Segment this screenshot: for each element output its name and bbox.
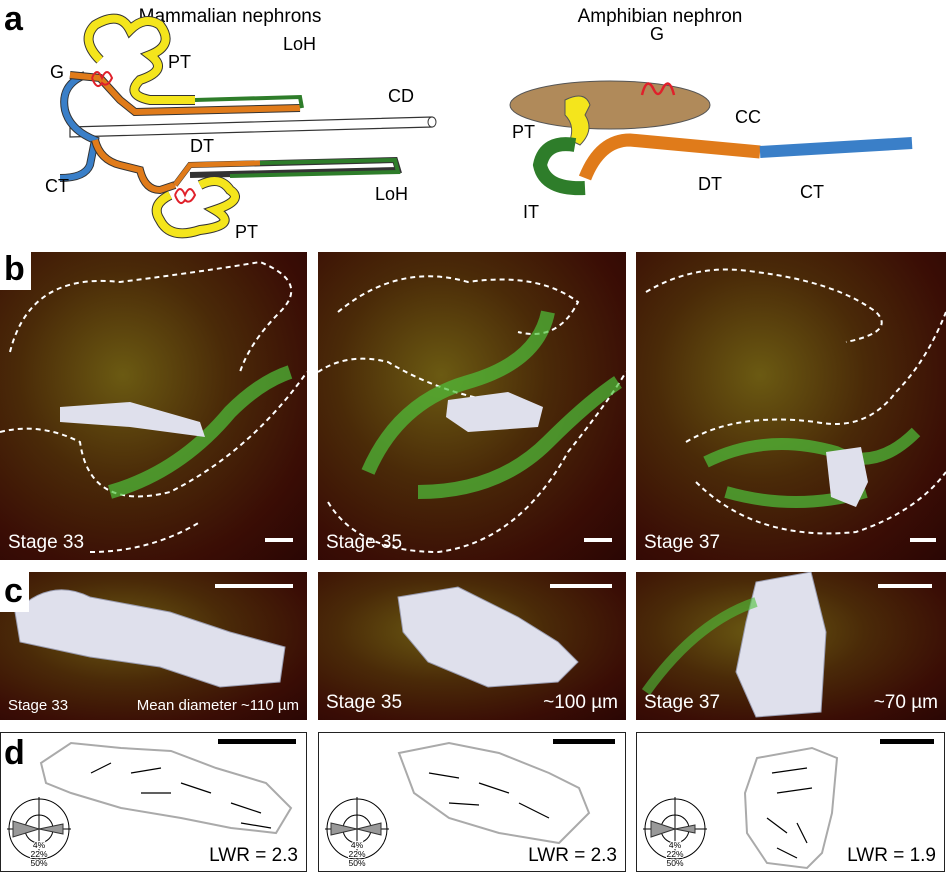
proximal-tubule [84,14,195,104]
lwr-value: LWR = 2.3 [528,845,617,866]
panel-label-a: a [4,0,23,38]
nephron-diagram: Mammalian nephrons Amphibian nephron G P… [45,6,913,242]
scale-bar [910,538,936,542]
label-dt: DT [190,136,214,156]
rose-label: 22% [30,849,47,859]
glomerulus [91,71,114,88]
stage-label: Stage 35 [326,692,403,713]
coelomic-cavity [509,80,711,130]
micrograph-stage-37: Stage 37 [636,252,946,560]
distal-tubule [69,72,301,116]
rose-label: 50% [666,858,683,868]
stage-label: Stage 35 [326,532,403,553]
stage-label: Stage 33 [8,697,69,714]
cell-render-stage-37: Stage 37 ~70 µm [636,572,946,720]
scale-bar [880,739,934,744]
label-cd: CD [388,86,414,106]
cell-outline-stage-33: 4% 22% 50% LWR = 2.3 [0,732,307,872]
label-it: IT [523,202,539,222]
panel-label-c: c [0,572,29,612]
scale-bar [553,739,615,744]
cell-render-stage-35: Stage 35 ~100 µm [318,572,626,720]
micrograph-stage-35: Stage 35 [318,252,626,560]
label-g: G [50,62,64,82]
panel-label-b: b [0,250,31,290]
mean-diameter: Mean diameter ~110 µm [136,697,299,714]
cell-render-stage-33: Stage 33 Mean diameter ~110 µm [0,572,307,720]
micrograph-stage-33: Stage 33 [0,252,307,560]
stage-label: Stage 37 [644,692,721,713]
intermediate-tubule [532,137,586,196]
label-ct: CT [45,176,69,196]
amphibian-nephron: G CC PT DT IT CT [509,24,913,222]
label-cc: CC [735,107,761,127]
lwr-value: LWR = 2.3 [209,845,298,866]
lwr-value: LWR = 1.9 [847,845,936,866]
scale-bar [215,584,293,588]
mean-diameter: ~70 µm [873,692,938,713]
scale-bar [550,584,612,588]
label-loh-2: LoH [375,184,408,204]
rose-plot [325,797,389,860]
rose-label: 4% [351,840,364,850]
rose-label: 4% [33,840,46,850]
amphibian-title: Amphibian nephron [578,6,743,27]
label-pt: PT [168,52,191,72]
cell-outline-stage-35: 4% 22% 50% LWR = 2.3 [318,732,626,872]
label-ct: CT [800,182,824,202]
loop-of-henle [194,94,304,109]
mammalian-title: Mammalian nephrons [139,6,322,27]
scale-bar [878,584,932,588]
connecting-tubule [59,72,99,181]
rose-label: 50% [30,858,47,868]
mean-diameter: ~100 µm [543,692,618,713]
scale-bar [218,739,296,744]
label-pt-2: PT [235,222,258,242]
rose-label: 22% [666,849,683,859]
label-loh: LoH [283,34,316,54]
stage-label: Stage 33 [8,532,85,553]
rose-plot [643,797,707,860]
rose-plot [7,797,71,860]
label-pt: PT [512,122,535,142]
scale-bar [265,538,293,542]
label-g: G [650,24,664,44]
rose-label: 50% [348,858,365,868]
mammalian-nephrons: G PT LoH CD DT CT LoH PT [45,13,437,242]
collecting-duct [69,116,433,138]
rose-label: 22% [348,849,365,859]
panel-label-d: d [4,734,25,772]
cell-outline-stage-37: 4% 22% 50% LWR = 1.9 [636,732,945,872]
rose-label: 4% [669,840,682,850]
scale-bar [584,538,612,542]
stage-label: Stage 37 [644,532,721,553]
label-dt: DT [698,174,722,194]
